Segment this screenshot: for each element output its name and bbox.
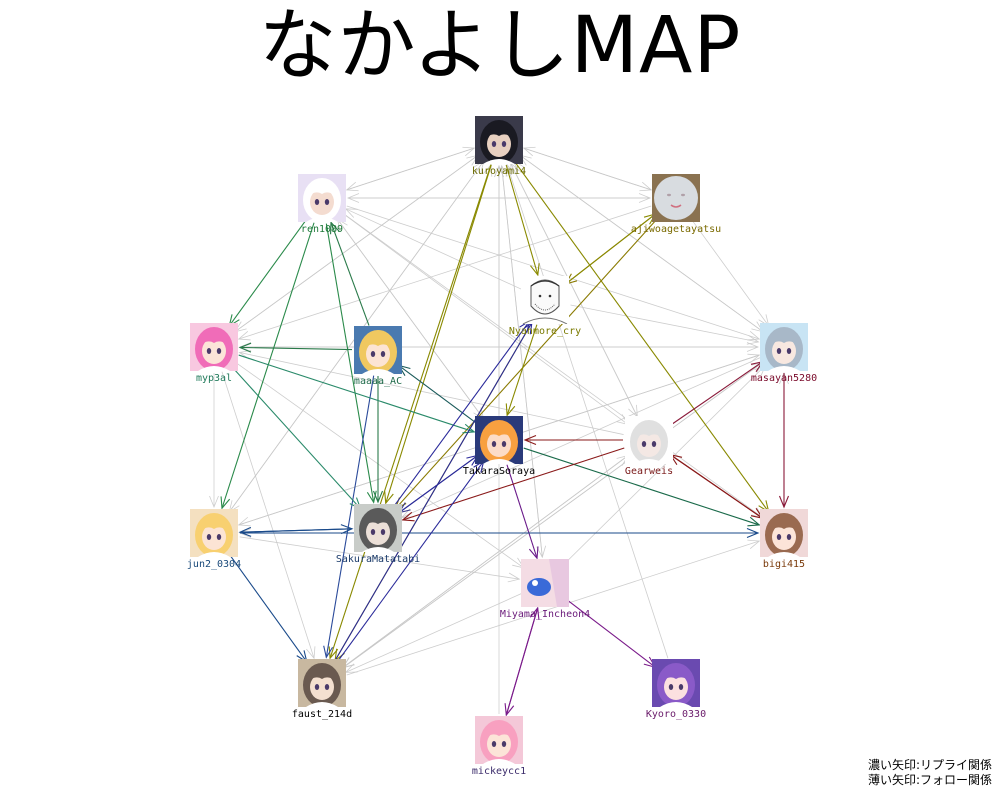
node-label-TakaraSoraya: TakaraSoraya [463, 466, 535, 477]
reply-edge-ajiwoagetayatsu-to-SakuraMatatabi [394, 216, 659, 510]
follow-edge-ajiwoagetayatsu-to-myp3al [237, 205, 652, 341]
white-robe-character-icon [625, 416, 673, 464]
reply-edge-kuroyami4-to-SakuraMatatabi [384, 164, 492, 505]
blue-dress-character-icon [760, 323, 808, 371]
reply-edge-maaaa_AC-to-ren1089 [330, 221, 370, 326]
white-dress-character-icon [298, 659, 346, 707]
follow-edge-Miyama_Incheon4-to-faust_214d [344, 593, 522, 673]
node-label-Nyanmore_cry: Nyanmore_cry [509, 326, 581, 337]
reply-edge-maaaa_AC-to-myp3al [238, 342, 353, 353]
follow-edge-Kyoro_0330-to-kuroyami4 [505, 163, 669, 659]
reply-edge-Gearweis-to-masayan5280 [670, 360, 764, 426]
page-title: なかよしMAP [258, 1, 742, 91]
reply-edge-masayan5280-to-bigi415 [778, 373, 790, 509]
node-label-masayan5280: masayan5280 [751, 373, 817, 384]
pink-hair-character-icon [190, 323, 238, 371]
node-label-Kyoro_0330: Kyoro_0330 [646, 709, 706, 720]
smiley-face-icon [652, 174, 700, 222]
follow-edge-ren1089-to-Gearweis [342, 213, 629, 426]
follow-edge-Gearweis-to-myp3al [238, 349, 624, 435]
brown-hair-character-icon [760, 509, 808, 557]
node-myp3al[interactable]: myp3al [190, 323, 238, 384]
purple-hair-character-icon [652, 659, 700, 707]
reply-edge-TakaraSoraya-to-Miyama_Incheon4 [506, 464, 539, 560]
node-label-kuroyami4: kuroyami4 [472, 166, 526, 177]
node-label-bigi415: bigi415 [763, 559, 805, 570]
gray-hair-character-icon [354, 504, 402, 552]
node-bigi415[interactable]: bigi415 [760, 509, 808, 570]
reply-edge-SakuraMatatabi-to-jun2_0304 [238, 526, 353, 537]
reply-edge-jun2_0304-to-bigi415 [240, 527, 760, 539]
dark-hair-character-icon [475, 116, 523, 164]
node-label-jun2_0304: jun2_0304 [187, 559, 241, 570]
legend: 濃い矢印:リプライ関係 薄い矢印:フォロー関係 [868, 758, 992, 788]
reply-edge-Nyanmore_cry-to-TakaraSoraya [505, 324, 538, 417]
node-mickeycc1[interactable]: mickeycc1 [472, 716, 526, 777]
reply-edge-ren1089-to-myp3al [228, 218, 308, 328]
reply-edge-bigi415-to-Gearweis [669, 453, 763, 519]
follow-edge-myp3al-to-kuroyami4 [234, 154, 479, 333]
node-label-Miyama_Incheon4: Miyama_Incheon4 [500, 609, 590, 620]
follow-edge-masayan5280-to-SakuraMatatabi [400, 357, 761, 518]
follow-edge-ajiwoagetayatsu-to-masayan5280 [690, 218, 770, 327]
user-nodes: kuroyami4 ren1089 ajiwoagetayatsuNyanmore_… [187, 116, 817, 777]
node-TakaraSoraya[interactable]: TakaraSoraya [463, 416, 535, 477]
follow-edge-faust_214d-to-bigi415 [346, 539, 761, 676]
node-label-SakuraMatatabi: SakuraMatatabi [336, 554, 420, 565]
follow-edge-Nyanmore_cry-to-masayan5280 [570, 304, 760, 345]
blonde-hat-character-icon [354, 326, 402, 374]
follow-edge-ren1089-to-masayan5280 [346, 205, 761, 341]
follow-edge-Miyama_Incheon4-to-kuroyami4 [497, 164, 543, 558]
follow-edge-jun2_0304-to-Miyama_Incheon4 [239, 536, 521, 583]
white-hair-character-icon [298, 174, 346, 222]
colorful-idol-character-icon [475, 716, 523, 764]
reply-edge-TakaraSoraya-to-bigi415 [523, 447, 761, 527]
reply-edge-jun2_0304-to-faust_214d [228, 553, 308, 664]
node-Miyama_Incheon4[interactable]: Miyama_Incheon4 [500, 559, 590, 620]
node-label-myp3al: myp3al [196, 373, 232, 384]
node-ajiwoagetayatsu[interactable]: ajiwoagetayatsu [631, 174, 721, 235]
node-label-ren1089: ren1089 [301, 224, 343, 235]
blue-eye-closeup-icon [521, 559, 569, 607]
node-Kyoro_0330[interactable]: Kyoro_0330 [646, 659, 706, 720]
follow-edge-faust_214d-to-masayan5280 [342, 361, 764, 669]
reply-edge-maaaa_AC-to-faust_214d [323, 375, 375, 659]
follow-edges [209, 146, 789, 714]
reply-edge-maaaa_AC-to-SakuraMatatabi [372, 376, 384, 504]
orange-hair-character-icon [475, 416, 523, 464]
node-kuroyami4[interactable]: kuroyami4 [472, 116, 526, 177]
node-maaaa_AC[interactable]: maaaa_AC [354, 326, 402, 387]
node-faust_214d[interactable]: faust_214d [292, 659, 352, 720]
follow-edge-ren1089-to-bigi415 [342, 212, 764, 519]
reply-edge-Gearweis-to-SakuraMatatabi [401, 447, 625, 522]
follow-edge-ren1089-to-kuroyami4 [346, 146, 476, 191]
follow-edge-Nyanmore_cry-to-ren1089 [344, 208, 522, 290]
follow-edge-ajiwoagetayatsu-to-kuroyami4 [522, 146, 652, 191]
reply-edge-ren1089-to-jun2_0304 [220, 222, 315, 510]
node-label-ajiwoagetayatsu: ajiwoagetayatsu [631, 224, 721, 235]
reply-edges [220, 160, 790, 717]
node-ren1089[interactable]: ren1089 [298, 174, 346, 235]
node-SakuraMatatabi[interactable]: SakuraMatatabi [336, 504, 420, 565]
blonde-smile-character-icon [190, 509, 238, 557]
reply-edge-myp3al-to-TakaraSoraya [238, 354, 476, 434]
reply-edge-kuroyami4-to-Nyanmore_cry [505, 164, 540, 277]
legend-follow: 薄い矢印:フォロー関係 [867, 773, 992, 787]
node-label-faust_214d: faust_214d [292, 709, 352, 720]
node-Nyanmore_cry[interactable]: Nyanmore_cry [509, 276, 581, 337]
follow-edge-myp3al-to-jun2_0304 [209, 373, 219, 509]
sketch-face-icon [521, 276, 569, 324]
node-Gearweis[interactable]: Gearweis [625, 416, 673, 477]
reply-edge-mickeycc1-to-Miyama_Incheon4 [505, 606, 540, 716]
node-label-maaaa_AC: maaaa_AC [354, 376, 402, 387]
node-masayan5280[interactable]: masayan5280 [751, 323, 817, 384]
node-label-Gearweis: Gearweis [625, 466, 673, 477]
node-label-mickeycc1: mickeycc1 [472, 766, 526, 777]
legend-reply: 濃い矢印:リプライ関係 [867, 758, 992, 772]
reply-edge-Gearweis-to-TakaraSoraya [523, 434, 623, 446]
node-jun2_0304[interactable]: jun2_0304 [187, 509, 241, 570]
